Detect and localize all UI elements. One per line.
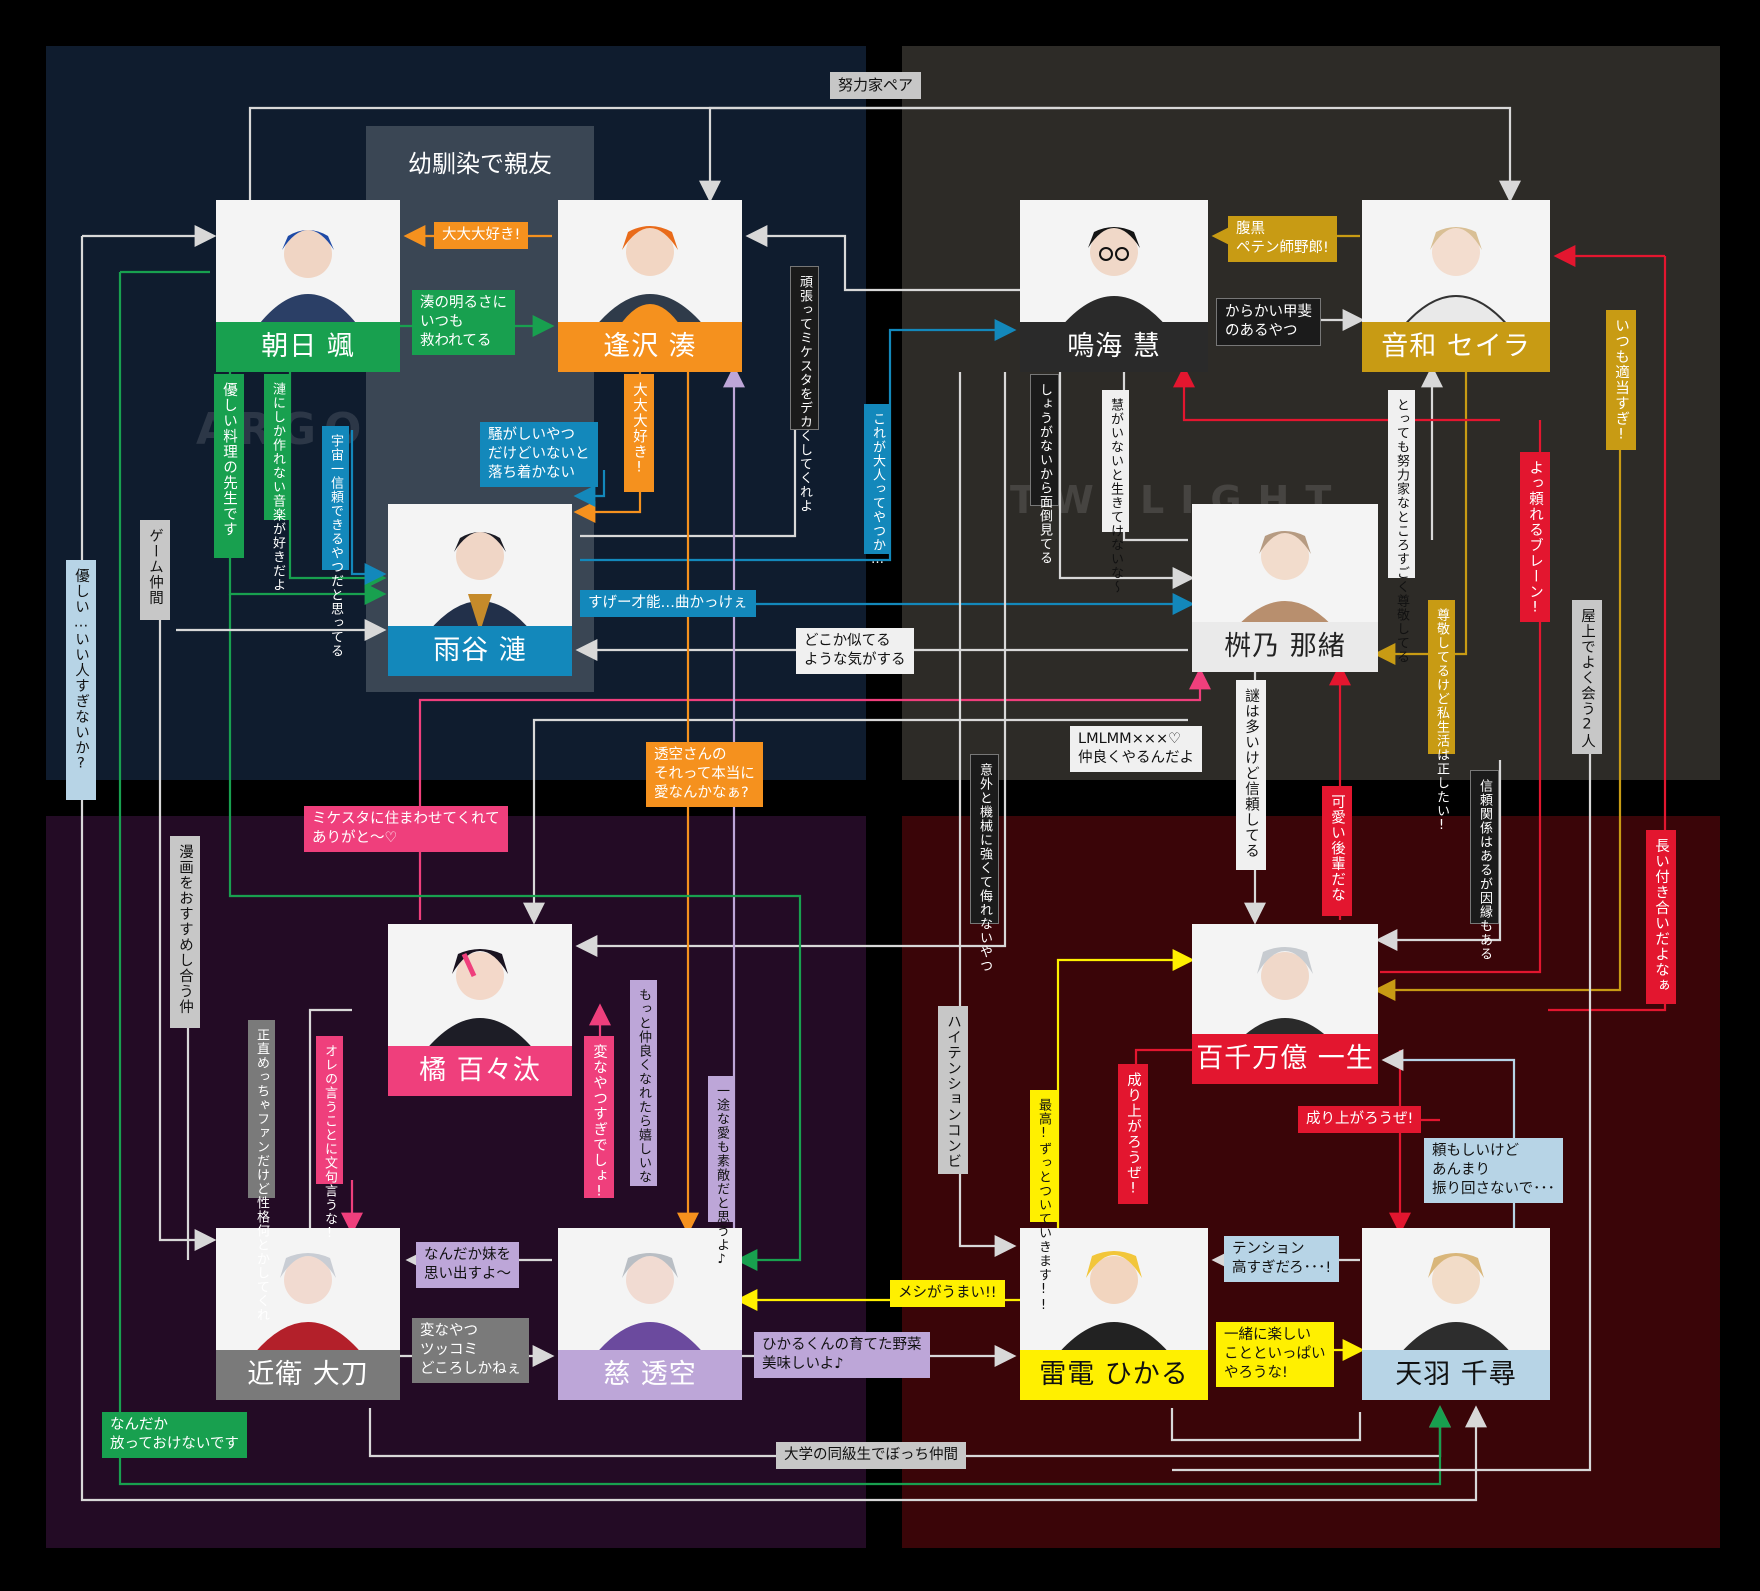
label-karakai: からかい甲斐 のあるやつ (1216, 298, 1321, 346)
nameplate-asahi: 朝日 颯 (216, 322, 400, 372)
label-shouganai: しょうがないから面倒見てる (1030, 374, 1059, 565)
label-toa-sore: 透空さんの それって本当に 愛なんかなぁ? (646, 742, 763, 807)
label-imouto: なんだか妹を 思い出すよ〜 (416, 1242, 519, 1288)
label-mikesta-sumawasete: ミケスタに住まわせてくれて ありがと〜♡ (304, 806, 508, 852)
portrait-jitoku (558, 1228, 742, 1356)
nameplate-aizawa: 逢沢 湊 (558, 322, 742, 372)
label-motto-nakayoku: もっと仲良くなれたら嬉しいな (630, 980, 657, 1186)
nameplate-amabane: 天羽 千尋 (1362, 1350, 1550, 1400)
portrait-konoe (216, 1228, 400, 1356)
card-momochi[interactable]: 百千万億 一生 (1192, 924, 1378, 1084)
label-okujou: 屋上でよく会う2人 (1572, 600, 1602, 754)
portrait-narumi (1020, 200, 1208, 328)
nameplate-narumi: 鳴海 慧 (1020, 322, 1208, 372)
label-kei-inai: 慧がいないと生きてけないな〜 (1102, 390, 1129, 594)
portrait-amabane (1362, 1228, 1550, 1356)
portrait-hashino (1192, 504, 1378, 632)
label-sugee: すげー才能…曲かっけぇ (580, 590, 756, 617)
card-tachibana[interactable]: 橘 百々汰 (388, 924, 572, 1096)
label-daidaidai: 大大大好き! (434, 222, 529, 249)
label-yottayoreru: よっ頼れるブレーン! (1520, 452, 1550, 622)
label-igai-kikai: 意外と機械に強くて侮れないやつ (970, 754, 999, 973)
label-hen-na-yatsu-sugi: 変なやつすぎでしょ! (584, 1036, 614, 1201)
nameplate-konoe: 近衛 大刀 (216, 1350, 400, 1400)
card-hashino[interactable]: 桝乃 那緒 (1192, 504, 1378, 672)
label-issho-ni: 一緒に楽しい ことといっぱい やろうな! (1216, 1322, 1334, 1387)
label-nandaka-hottoke: なんだか 放っておけないです (102, 1412, 247, 1458)
label-ore-no-iu: オレの言うことに文句言うな! (316, 1036, 343, 1242)
label-doryoku: 努力家ペア (830, 72, 922, 99)
label-nagai-tsukiai: 長い付き合いだよなぁ (1646, 830, 1676, 1004)
card-amabane[interactable]: 天羽 千尋 (1362, 1228, 1550, 1400)
label-dokoka: どこか似てる ような気がする (796, 628, 914, 674)
portrait-tachibana (388, 924, 572, 1052)
portrait-momochi (1192, 924, 1378, 1052)
label-nariagaro-ze: 成り上がろうぜ! (1118, 1064, 1148, 1204)
label-kawaii-kouhai: 可愛い後輩だな (1322, 786, 1352, 916)
label-totemo-doryoku: とっても努力家なところすごく尊敬してる (1388, 390, 1415, 664)
label-shinrai-kankei: 信頼関係はあるが因縁もある (1470, 770, 1499, 961)
label-high-tension: ハイテンションコンビ (938, 1006, 968, 1174)
label-uchu-ichi: 宇宙一信頼できるやつだと思ってる (322, 426, 349, 658)
nameplate-tachibana: 橘 百々汰 (388, 1046, 572, 1096)
card-otowa[interactable]: 音和 セイラ (1362, 200, 1550, 372)
nameplate-momochi: 百千万億 一生 (1192, 1034, 1378, 1084)
card-amaya[interactable]: 雨谷 漣 (388, 504, 572, 676)
portrait-asahi (216, 200, 400, 328)
label-nazo: 謎は多いけど信頼してる (1236, 680, 1266, 870)
nameplate-raiden: 雷電 ひかる (1020, 1350, 1208, 1400)
label-tanomoshii: 頼もしいけど あんまり 振り回さないで･･･ (1424, 1138, 1563, 1203)
label-haraguro: 腹黒 ペテン師野郎! (1228, 216, 1337, 262)
card-konoe[interactable]: 近衛 大刀 (216, 1228, 400, 1400)
label-minato-akarusa: 湊の明るさに いつも 救われてる (412, 290, 515, 355)
card-jitoku[interactable]: 慈 透空 (558, 1228, 742, 1400)
label-yasashii-iihito: 優しい…いい人すぎないか? (66, 560, 96, 800)
nameplate-jitoku: 慈 透空 (558, 1350, 742, 1400)
card-narumi[interactable]: 鳴海 慧 (1020, 200, 1208, 372)
portrait-raiden (1020, 1228, 1208, 1356)
label-manga: 漫画をおすすめし合う仲 (170, 836, 200, 1028)
label-shoujiki: 正直めっちゃファンだけど性格何とかしてくれ (248, 1020, 275, 1322)
nameplate-otowa: 音和 セイラ (1362, 322, 1550, 372)
label-kore-otona: これが大人ってやつか… (864, 404, 891, 568)
nameplate-amaya: 雨谷 漣 (388, 626, 572, 676)
label-hikaru-yasai: ひかるくんの育てた野菜 美味しいよ♪ (754, 1332, 930, 1378)
label-daidaidai2: 大大大好き! (624, 374, 654, 492)
label-sawagashii: 騒がしいやつ だけどいないと 落ち着かない (480, 422, 598, 487)
label-ren-ongaku: 漣にしか作れない音楽が好きだよ (264, 374, 291, 592)
label-itsumo-tekitou: いつも適当すぎ! (1606, 310, 1636, 450)
label-ganbatte: 頑張ってミケスタをデカくしてくれよ (790, 266, 819, 513)
card-aizawa[interactable]: 逢沢 湊 (558, 200, 742, 372)
card-asahi[interactable]: 朝日 颯 (216, 200, 400, 372)
label-hen-na-yatsu: 変なやつ ツッコミ どころしかねぇ (412, 1318, 530, 1383)
portrait-aizawa (558, 200, 742, 328)
label-daigaku: 大学の同級生でぼっち仲間 (776, 1442, 966, 1469)
label-tension-takasugi: テンション 高すぎだろ･･･! (1224, 1236, 1340, 1282)
group-title: 幼馴染で親友 (408, 150, 552, 178)
label-saikou: 最高!ずっとついていきます!! (1030, 1090, 1057, 1314)
label-yasashii-ryori: 優しい料理の先生です (214, 374, 244, 558)
nameplate-hashino: 桝乃 那緒 (1192, 622, 1378, 672)
portrait-otowa (1362, 200, 1550, 328)
label-meshi: メシがうまい!! (890, 1280, 1005, 1307)
label-sonkei: 尊敬してるけど私生活は正したい! (1428, 600, 1455, 834)
portrait-amaya (388, 504, 572, 632)
label-game-nakama: ゲーム仲間 (140, 520, 170, 620)
label-ichizu: 一途な愛も素敵だと思うよ♪ (708, 1076, 735, 1268)
card-raiden[interactable]: 雷電 ひかる (1020, 1228, 1208, 1400)
label-nariagaro-ze2: 成り上がろうぜ! (1298, 1106, 1422, 1133)
label-lmlmm: LMLMM×××♡ 仲良くやるんだよ (1070, 726, 1202, 772)
